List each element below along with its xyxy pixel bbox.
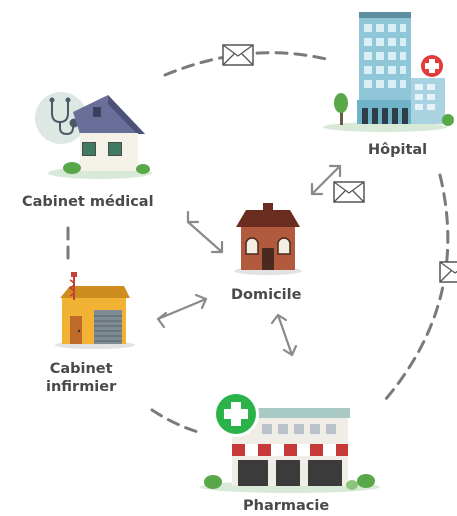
stethoscope-icon	[49, 97, 79, 136]
connector-infirmier-pharmacie	[150, 408, 200, 434]
pharmacie-label: Pharmacie	[243, 498, 330, 514]
cabinet-infirmier-building	[55, 272, 135, 349]
cabinet-infirmier-label-line1: Cabinet	[49, 361, 113, 377]
double-arrow-icon	[156, 164, 342, 357]
cabinet-infirmier-label-line2: infirmier	[46, 379, 117, 396]
caduceus-sign-icon	[68, 272, 77, 300]
cabinet-medical-label: Cabinet médical	[22, 194, 154, 210]
arrow-domicile-hopital	[310, 164, 342, 196]
pharmacie-building	[200, 391, 380, 493]
connector-hopital-pharmacie	[383, 173, 450, 402]
hopital-building	[323, 12, 454, 132]
arrow-domicile-cabinet-medical	[186, 210, 224, 254]
domicile-label: Domicile	[231, 287, 302, 303]
cabinet-infirmier-label: Cabinet infirmier	[46, 360, 116, 396]
hopital-label: Hôpital	[368, 142, 428, 158]
pharmacy-awning	[232, 444, 348, 456]
cabinet-medical-building	[35, 92, 152, 179]
stethoscope-badge	[35, 92, 87, 144]
arrow-domicile-pharmacie	[270, 313, 298, 357]
domicile-building	[234, 203, 302, 275]
arrow-domicile-infirmier	[156, 293, 208, 329]
envelope-icon	[222, 44, 254, 66]
envelope-icon	[333, 181, 365, 203]
envelope-icon	[439, 261, 457, 283]
